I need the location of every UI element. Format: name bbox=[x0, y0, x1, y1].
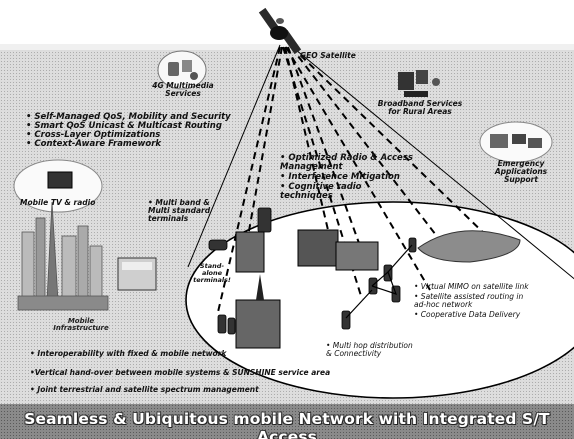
right-bullet-1: • Virtual MIMO on satellite link bbox=[414, 282, 529, 291]
multiband-terminals-label: • Multi band & Multi standard terminals bbox=[148, 198, 211, 223]
multihop-label: • Multi hop distribution & Connectivity bbox=[326, 341, 413, 358]
emergency-label: Emergency Applications Support bbox=[494, 159, 548, 184]
center-bullet-1: • Optimized Radio & Access Management bbox=[280, 153, 413, 172]
emergency-icon bbox=[479, 121, 553, 163]
multimedia-icon bbox=[157, 50, 207, 90]
mobile-tv-label: Mobile TV & radio bbox=[20, 198, 96, 207]
center-bullet-list: • Optimized Radio & Access Management • … bbox=[280, 154, 415, 201]
left-bullet-4: • Context-Aware Framework bbox=[26, 138, 162, 149]
broadband-icon bbox=[398, 70, 440, 97]
infrastructure-label: Mobile Infrastructure bbox=[53, 317, 109, 333]
center-bullet-2: • Interference Mitigation bbox=[280, 171, 400, 182]
right-bullet-2: • Satellite assisted routing in ad-hoc n… bbox=[414, 291, 524, 309]
left-bullet-2: • Smart QoS Unicast & Multicast Routing bbox=[26, 120, 222, 131]
mesh-links bbox=[345, 244, 413, 319]
standalone-terminals-label: Stand-alone terminals! bbox=[193, 262, 231, 284]
multimedia-label: 4G Multimedia Services bbox=[152, 81, 214, 98]
center-bullet-3: • Cognitive radio techniques bbox=[280, 181, 362, 201]
mobile-tv-icon bbox=[13, 159, 103, 213]
satellite-label: GEO Satellite bbox=[300, 51, 356, 60]
right-bullet-3: • Cooperative Data Delivery bbox=[414, 309, 521, 319]
bottom-bullet-3: • Joint terrestrial and satellite spectr… bbox=[30, 384, 259, 394]
broadband-label: Broadband Services for Rural Areas bbox=[377, 99, 463, 116]
right-bullet-list: • Virtual MIMO on satellite link • Satel… bbox=[414, 283, 536, 319]
bottom-bullet-1: • Interoperability with fixed & mobile n… bbox=[30, 349, 227, 358]
infrastructure-box bbox=[117, 257, 157, 291]
title-banner-text: Seamless & Ubiquitous mobile Network wit… bbox=[24, 410, 550, 439]
left-bullet-3: • Cross-Layer Optimizations bbox=[26, 129, 161, 140]
left-bullet-1: • Self-Managed QoS, Mobility and Securit… bbox=[26, 112, 231, 122]
bottom-bullet-list: • Interoperability with fixed & mobile n… bbox=[30, 350, 370, 394]
bottom-bullet-2: •Vertical hand-over between mobile syste… bbox=[30, 367, 331, 377]
scene-images bbox=[235, 229, 521, 349]
satellite-cone bbox=[187, 44, 574, 280]
left-bullet-list: • Self-Managed QoS, Mobility and Securit… bbox=[26, 113, 236, 149]
satellite-icon bbox=[258, 7, 302, 55]
city-skyline bbox=[17, 201, 109, 311]
title-banner bbox=[0, 404, 574, 439]
